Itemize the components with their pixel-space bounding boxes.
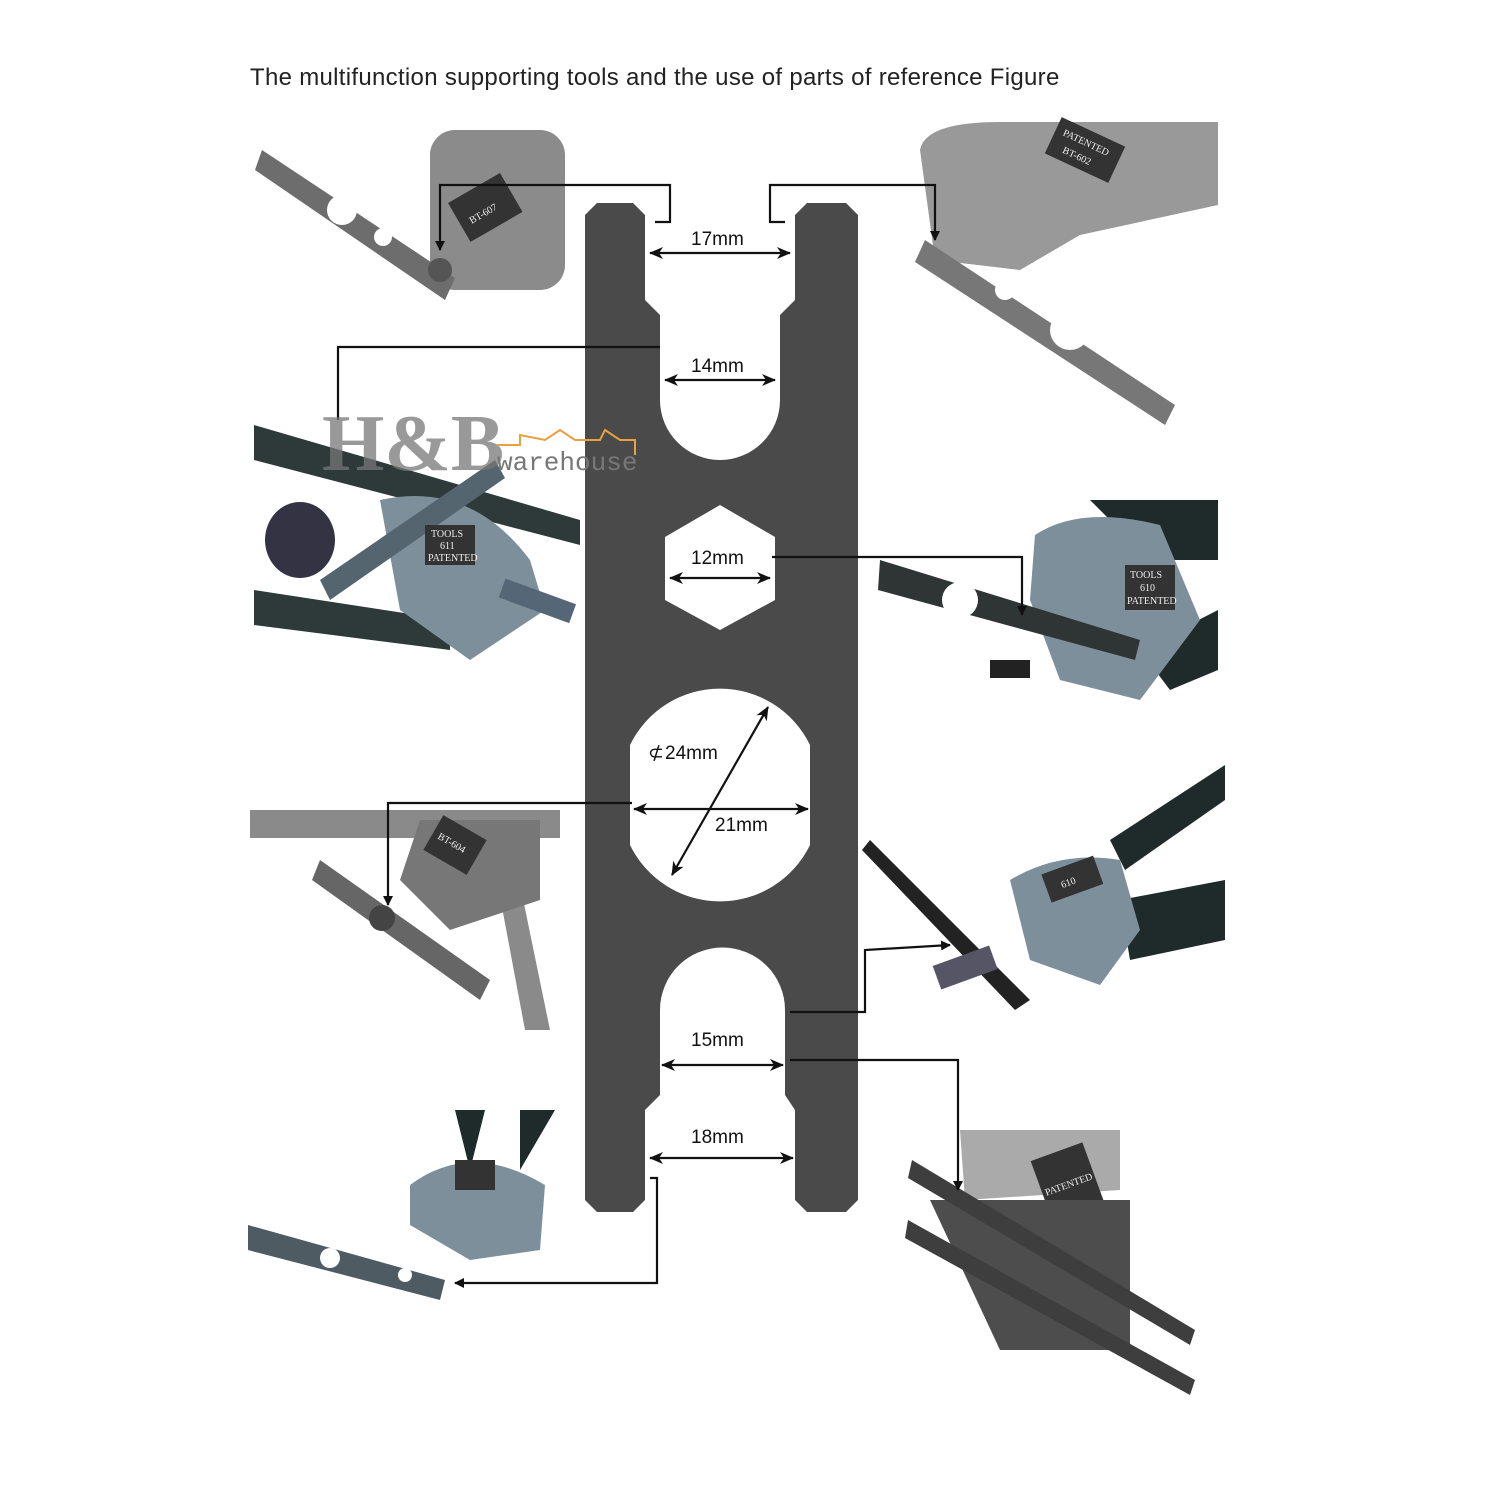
dim-17mm: 17mm	[691, 229, 744, 250]
dim-21mm: 21mm	[715, 815, 768, 836]
tool-label: 610	[1060, 875, 1078, 890]
tool-bottom-left	[248, 1110, 555, 1300]
watermark-sub: warehouse	[497, 448, 637, 478]
dim-diameter-symbol: ⊄	[648, 743, 664, 764]
dim-24mm: 24mm	[665, 743, 718, 764]
leader-lines	[336, 183, 1027, 1288]
tool-label: PATENTED	[428, 553, 478, 564]
dim-18mm: 18mm	[691, 1127, 744, 1148]
skyline-icon	[497, 428, 636, 455]
figure-title: The multifunction supporting tools and t…	[250, 64, 1060, 91]
tool-label: 610	[1140, 583, 1155, 594]
tool-label: TOOLS	[1130, 570, 1162, 581]
dim-14mm: 14mm	[691, 356, 744, 377]
dim-15mm: 15mm	[691, 1030, 744, 1051]
tool-bottom-right: PATENTED	[905, 1130, 1195, 1395]
dim-12mm: 12mm	[691, 548, 744, 569]
dimension-arrows	[633, 247, 809, 1164]
wrench-body	[585, 203, 858, 1212]
tool-label: TOOLS	[431, 529, 463, 540]
tool-top-left: BT-607	[255, 130, 565, 300]
tool-label: 611	[440, 541, 455, 552]
tool-middle-right: TOOLS 610 PATENTED	[878, 500, 1218, 700]
watermark-brand: H&B	[322, 400, 504, 488]
tool-middle-left: TOOLS 611 PATENTED	[254, 425, 580, 660]
tool-lower-right: 610	[862, 765, 1225, 1010]
tool-lower-left: BT-604	[250, 810, 560, 1030]
tool-top-right: PATENTED BT-602	[915, 117, 1218, 425]
watermark-logo: H&B warehouse	[322, 400, 637, 488]
tool-label: PATENTED	[1127, 596, 1177, 607]
